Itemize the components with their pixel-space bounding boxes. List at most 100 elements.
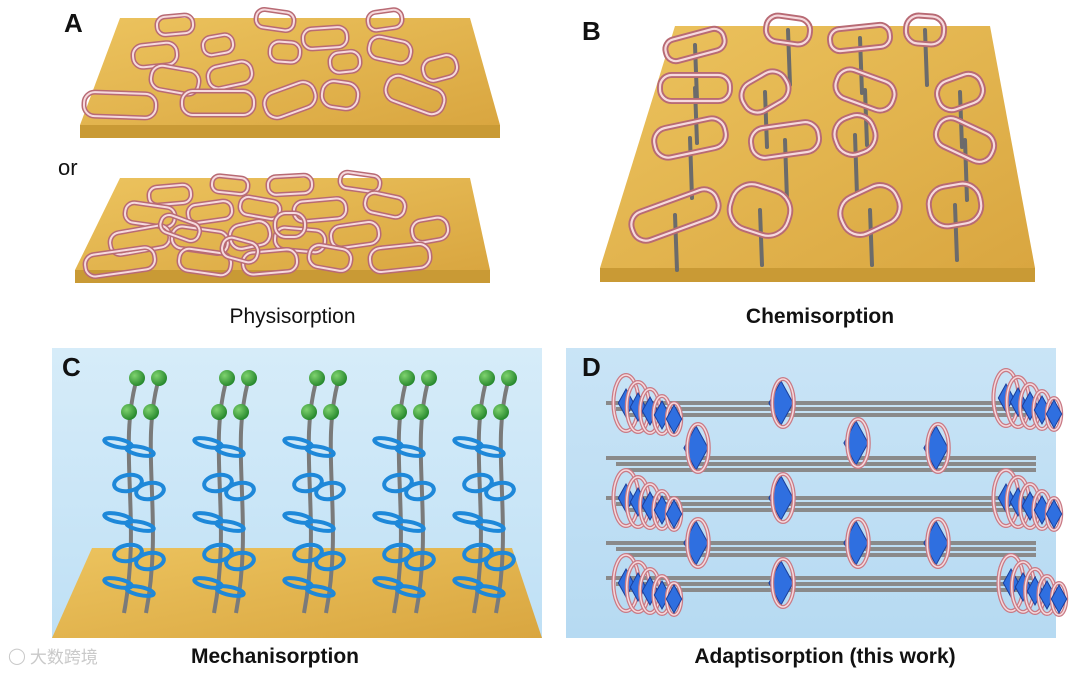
panel-b-illustration [600, 12, 1035, 282]
threaded-ring [462, 542, 494, 564]
tethered-ring [738, 68, 792, 149]
ring [261, 79, 319, 121]
ring [176, 246, 234, 278]
threaded-ring [484, 480, 516, 502]
threaded-ring [134, 480, 166, 502]
panel-a-illustration [75, 6, 500, 283]
ring [327, 48, 363, 76]
stopper-bead [151, 370, 167, 386]
ring [420, 52, 460, 84]
watermark: ◯ 大数跨境 [8, 643, 98, 668]
stopper-bead [421, 370, 437, 386]
threaded-ring [474, 584, 506, 598]
threaded-ring [382, 542, 414, 564]
ring [157, 212, 203, 244]
ring [185, 198, 235, 226]
strand [372, 370, 415, 614]
panel-letter-c: C [62, 352, 81, 382]
ring [205, 59, 255, 91]
ring [267, 39, 303, 65]
tethered-ring [651, 115, 729, 200]
threaded-ring [484, 550, 516, 572]
threaded-ring [202, 472, 234, 494]
or-label: or [58, 155, 78, 180]
stopper-bead [399, 370, 415, 386]
strand [394, 370, 437, 614]
threaded-ring [214, 519, 246, 533]
threaded-ring [314, 480, 346, 502]
ring [272, 210, 308, 240]
ring [272, 225, 328, 255]
threaded-ring [134, 550, 166, 572]
tethered-ring [657, 72, 733, 145]
threaded-ring [304, 519, 336, 533]
panel-letter-b: B [582, 16, 601, 46]
threaded-ring [124, 584, 156, 598]
stopper-bead [501, 370, 517, 386]
ring [200, 32, 236, 58]
tethered-ring [837, 182, 903, 267]
strand [452, 370, 495, 614]
tethered-ring [628, 186, 722, 272]
ring [82, 245, 158, 279]
ring [319, 78, 361, 112]
ring [300, 24, 350, 52]
ring [365, 7, 405, 33]
ring [409, 215, 451, 245]
threaded-ring [404, 480, 436, 502]
stopper-bead [471, 404, 487, 420]
strand [304, 370, 347, 614]
panel-c-illustration [52, 348, 542, 638]
threaded-ring [292, 542, 324, 564]
threaded-ring [462, 472, 494, 494]
threaded-ring [292, 472, 324, 494]
threaded-ring [314, 550, 346, 572]
ring [146, 182, 194, 208]
threaded-ring [224, 480, 256, 502]
threaded-ring [214, 444, 246, 458]
ring [306, 242, 354, 274]
ring [81, 89, 159, 121]
tethered-ring [831, 112, 879, 197]
wheel [1045, 498, 1063, 530]
threaded-ring [394, 444, 426, 458]
stopper-bead [309, 370, 325, 386]
adaptive-framework [606, 368, 1069, 617]
threaded-ring [474, 519, 506, 533]
tethered-ring [902, 12, 948, 87]
stopper-bead [241, 370, 257, 386]
ring [154, 12, 196, 38]
caption-mechanisorption: Mechanisorption [190, 645, 359, 668]
tethered-ring [925, 180, 985, 262]
stopper-bead [233, 404, 249, 420]
threaded-ring [202, 542, 234, 564]
caption-physisorption: Physisorption [229, 305, 356, 328]
stopper-bead [129, 370, 145, 386]
ring [328, 219, 382, 251]
stopper-bead [121, 404, 137, 420]
stopper-bead [331, 370, 347, 386]
tethered-ring [826, 21, 894, 95]
stopper-bead [219, 370, 235, 386]
strand [214, 370, 257, 614]
threaded-ring [304, 444, 336, 458]
substrate-top [80, 18, 500, 125]
strand [474, 370, 517, 614]
stopper-bead [323, 404, 339, 420]
threaded-ring [474, 444, 506, 458]
watermark-text: 大数跨境 [29, 648, 98, 668]
ring [209, 173, 251, 197]
wheel [1050, 583, 1068, 615]
threaded-ring [394, 519, 426, 533]
ring [366, 34, 414, 66]
tethered-ring [726, 181, 794, 267]
wheel [1045, 398, 1063, 430]
ring [179, 88, 257, 118]
ring [265, 172, 315, 198]
panel-letter-d: D [582, 352, 601, 382]
ring [240, 247, 300, 277]
ring [383, 73, 447, 117]
ring [148, 63, 202, 97]
stopper-bead [479, 370, 495, 386]
threaded-ring [124, 444, 156, 458]
